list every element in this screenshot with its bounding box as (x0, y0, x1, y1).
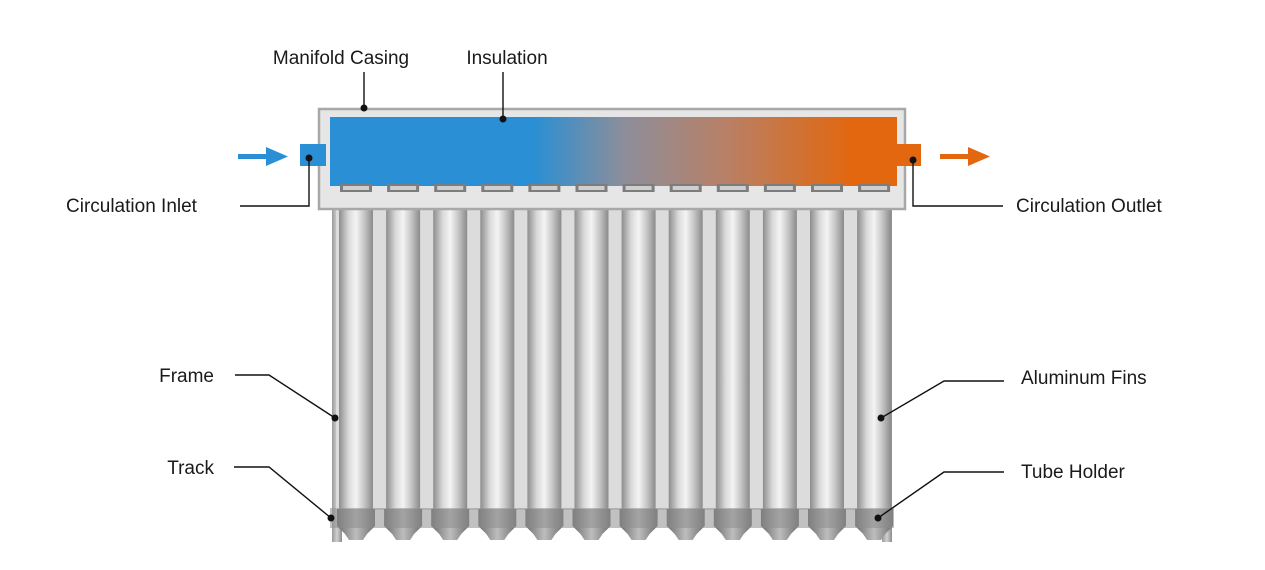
evacuated-tube (857, 188, 892, 510)
manifold-casing-pointer-dot (360, 104, 368, 112)
evacuated-tube (574, 188, 609, 510)
circulation-inlet-pointer-dot (305, 154, 313, 162)
tube-holder-label: Tube Holder (1021, 462, 1126, 483)
header-tube-connector-cap (531, 186, 558, 190)
evacuated-tube (527, 188, 562, 510)
tube-holder-array (330, 508, 894, 540)
evacuated-tube (668, 188, 703, 510)
header-tube-connector-cap (343, 186, 369, 190)
circulation-inlet-leader (240, 158, 310, 207)
circulation-inlet-stub (300, 144, 326, 166)
track-pointer-dot (327, 514, 335, 522)
circulation-inlet-label: Circulation Inlet (66, 196, 198, 217)
circulation-outlet-stub (897, 144, 921, 166)
aluminum-fins-pointer-dot (877, 414, 885, 422)
evacuated-tube (810, 188, 844, 510)
evacuated-tube (480, 188, 515, 510)
evacuated-tube (339, 188, 373, 510)
inlet-flow-arrow (238, 147, 288, 166)
header-tube-connector-cap (625, 186, 652, 190)
header-tube-connector-cap (719, 186, 746, 190)
evacuated-tube (715, 188, 750, 510)
evacuated-tube (762, 188, 797, 510)
insulation-label: Insulation (466, 48, 547, 69)
header-tube-connector-cap (484, 186, 511, 190)
manifold-casing-label: Manifold Casing (273, 48, 409, 69)
header-tube-connector-cap (861, 186, 888, 190)
evacuated-tube (433, 188, 468, 510)
outlet-flow-arrow (940, 147, 990, 166)
header-tube-connector-cap (766, 186, 793, 190)
header-tube-connector-cap (578, 186, 605, 190)
evacuated-tube (386, 188, 421, 510)
circulation-outlet-label: Circulation Outlet (1016, 196, 1162, 217)
evacuated-tube (621, 188, 656, 510)
frame-leader (235, 374, 336, 419)
track-bar (330, 508, 894, 528)
header-tube-connectors (340, 184, 891, 192)
header-tube-connector-cap (672, 186, 699, 190)
circulation-outlet-pointer-dot (909, 156, 917, 164)
tube-array (336, 188, 892, 510)
header-tube-connector-cap (814, 186, 840, 190)
header-tube-connector-cap (437, 186, 464, 190)
circulation-outlet-leader (912, 160, 1003, 207)
aluminum-fins-label: Aluminum Fins (1021, 368, 1147, 389)
frame-pointer-dot (331, 414, 339, 422)
tube-holder-pointer-dot (874, 514, 882, 522)
track-label: Track (167, 458, 214, 479)
aluminum-fins-leader (880, 380, 1004, 419)
insulation-header (330, 117, 897, 186)
frame-label: Frame (159, 366, 214, 387)
header-tube-connector-cap (390, 186, 417, 190)
tube-holder-leader (877, 471, 1004, 519)
insulation-pointer-dot (499, 115, 507, 123)
track-leader (234, 466, 332, 519)
